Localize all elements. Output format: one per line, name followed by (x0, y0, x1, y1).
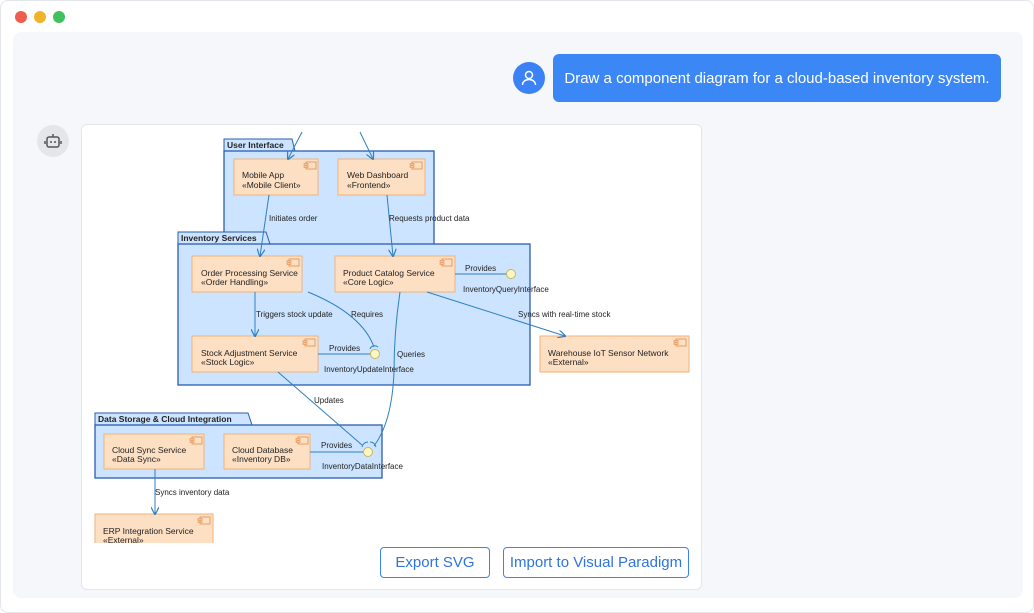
svg-text:«External»: «External» (548, 357, 589, 367)
edge-label: Triggers stock update (256, 310, 333, 319)
svg-text:Web Dashboard: Web Dashboard (347, 170, 409, 180)
svg-text:Order Processing Service: Order Processing Service (201, 268, 298, 278)
bot-avatar (37, 125, 69, 157)
interface-query-lollipop (506, 269, 516, 279)
component-diagram: User Interface Inventory Services Data S… (94, 131, 690, 543)
svg-text:Product Catalog Service: Product Catalog Service (343, 268, 435, 278)
edge-label: Requires (351, 310, 383, 319)
diagram-card: User Interface Inventory Services Data S… (81, 124, 702, 590)
svg-text:Cloud Sync Service: Cloud Sync Service (112, 445, 186, 455)
component-order-processing[interactable]: Order Processing Service«Order Handling» (191, 255, 303, 293)
package-label: User Interface (227, 140, 284, 150)
svg-text:ERP Integration Service: ERP Integration Service (103, 526, 194, 536)
edge-label: Provides (329, 344, 360, 353)
svg-text:«External»: «External» (103, 535, 144, 543)
svg-text:Mobile App: Mobile App (242, 170, 284, 180)
svg-text:«Core Logic»: «Core Logic» (343, 277, 394, 287)
export-svg-button[interactable]: Export SVG (380, 547, 490, 578)
component-web-dashboard[interactable]: Web Dashboard«Frontend» (337, 158, 426, 196)
component-erp-integration[interactable]: ERP Integration Service«External» (94, 513, 214, 543)
svg-text:Cloud Database: Cloud Database (232, 445, 293, 455)
component-stock-adjustment[interactable]: Stock Adjustment Service«Stock Logic» (191, 335, 319, 373)
package-label: Inventory Services (181, 233, 257, 243)
edge-label: Requests product data (389, 214, 470, 223)
interface-label: InventoryQueryInterface (463, 285, 549, 294)
interface-update-lollipop (370, 349, 380, 359)
user-icon (521, 70, 537, 86)
maximize-window-button[interactable] (53, 11, 65, 23)
edge-updates (277, 371, 363, 446)
user-message: Draw a component diagram for a cloud-bas… (553, 54, 1001, 102)
edge-syncs-realtime (426, 291, 565, 336)
edge-label: Syncs with real-time stock (518, 310, 611, 319)
edge-incoming-mobile (288, 131, 303, 159)
edge-initiates-order (260, 194, 270, 256)
component-mobile-app[interactable]: Mobile App«Mobile Client» (233, 158, 319, 196)
svg-text:«Stock Logic»: «Stock Logic» (201, 357, 255, 367)
svg-text:«Inventory DB»: «Inventory DB» (232, 454, 291, 464)
edge-label: Syncs inventory data (155, 488, 230, 497)
robot-icon (44, 134, 62, 148)
package-label: Data Storage & Cloud Integration (98, 414, 232, 424)
component-cloud-sync[interactable]: Cloud Sync Service«Data Sync» (103, 433, 205, 470)
minimize-window-button[interactable] (34, 11, 46, 23)
interface-label: InventoryUpdateInterface (324, 365, 414, 374)
user-avatar (513, 62, 545, 94)
component-cloud-database[interactable]: Cloud Database«Inventory DB» (223, 433, 311, 470)
svg-text:Warehouse IoT Sensor Network: Warehouse IoT Sensor Network (548, 348, 669, 358)
edge-label: Initiates order (269, 214, 318, 223)
svg-text:Stock Adjustment Service: Stock Adjustment Service (201, 348, 298, 358)
svg-text:«Order Handling»: «Order Handling» (201, 277, 268, 287)
edge-requires (307, 291, 375, 348)
edge-queries (373, 291, 401, 447)
edge-label: Updates (314, 396, 344, 405)
svg-text:«Mobile Client»: «Mobile Client» (242, 180, 301, 190)
close-window-button[interactable] (15, 11, 27, 23)
svg-text:«Data Sync»: «Data Sync» (112, 454, 161, 464)
interface-label: InventoryDataInterface (322, 462, 403, 471)
import-visual-paradigm-button[interactable]: Import to Visual Paradigm (503, 547, 689, 578)
component-product-catalog[interactable]: Product Catalog Service«Core Logic» (334, 255, 456, 293)
interface-data-lollipop (363, 447, 373, 457)
edge-label: Provides (465, 264, 496, 273)
svg-text:«Frontend»: «Frontend» (347, 180, 391, 190)
edge-incoming-web (359, 131, 373, 159)
edge-label: Provides (321, 441, 352, 450)
edge-requests-product (386, 194, 393, 256)
component-warehouse-iot[interactable]: Warehouse IoT Sensor Network«External» (539, 335, 690, 373)
edge-label: Queries (397, 350, 425, 359)
